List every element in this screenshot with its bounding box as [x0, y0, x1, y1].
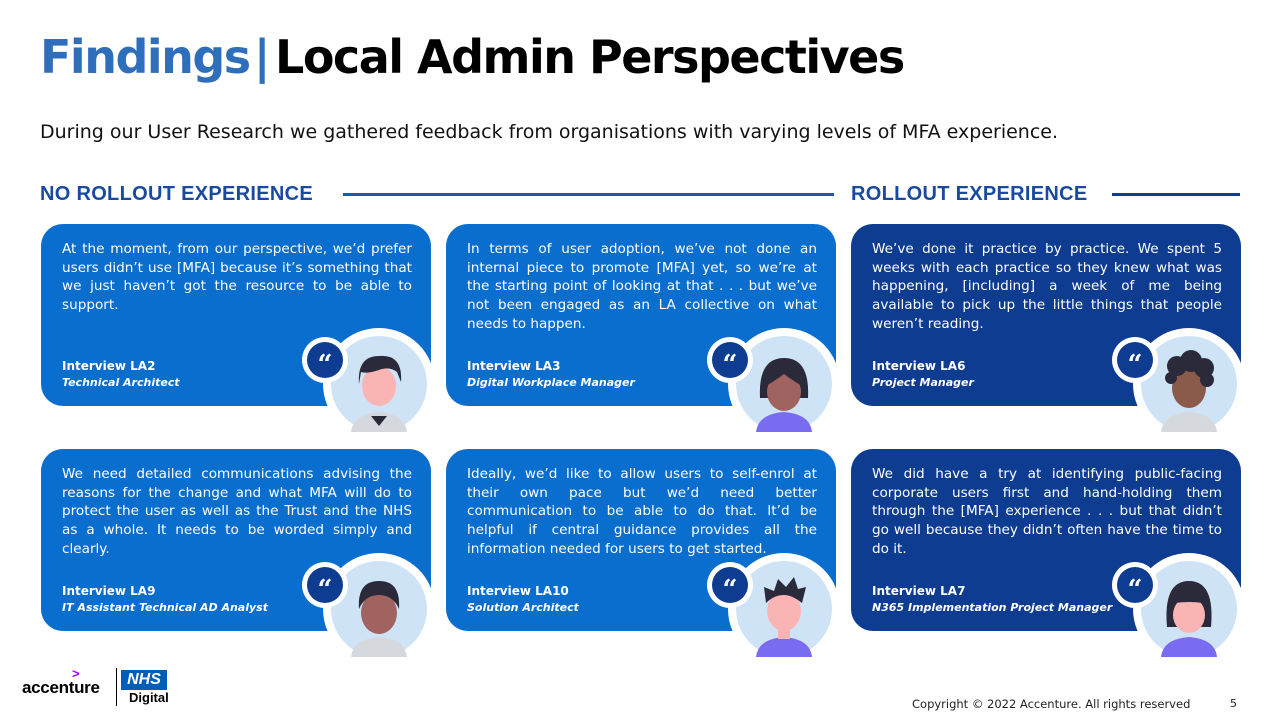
nhs-digital-label: Digital [129, 690, 169, 705]
avatar-bob-hair-woman-icon [728, 328, 840, 440]
interview-quote: In terms of user adoption, we’ve not don… [467, 241, 817, 332]
avatar-curly-hair-person-icon [1133, 328, 1245, 440]
interview-card-la7: We did have a try at identifying public-… [851, 449, 1241, 631]
page-title: Findings|Local Admin Perspectives [40, 30, 905, 84]
interview-quote: At the moment, from our perspective, we’… [62, 241, 412, 314]
interviewee-name: Interview LA2 [62, 359, 156, 373]
section-divider-rollout [1112, 193, 1240, 196]
interview-quote: We need detailed communications advising… [62, 466, 412, 557]
interviewee-role: Solution Architect [467, 601, 579, 614]
quote-mark-icon: “ [1112, 337, 1158, 383]
quote-mark-icon: “ [302, 337, 348, 383]
nhs-logo: NHS [121, 670, 167, 690]
interviewee-role: Project Manager [872, 376, 974, 389]
interview-quote: We did have a try at identifying public-… [872, 466, 1222, 557]
logo-divider [116, 668, 117, 706]
copyright-notice: Copyright © 2022 Accenture. All rights r… [912, 697, 1191, 711]
interview-card-la2: At the moment, from our perspective, we’… [41, 224, 431, 406]
section-heading-no-rollout: NO ROLLOUT EXPERIENCE [40, 183, 313, 205]
title-topic: Local Admin Perspectives [275, 30, 905, 84]
title-separator: | [253, 30, 271, 84]
interview-quote: We’ve done it practice by practice. We s… [872, 241, 1222, 332]
quote-mark-icon: “ [1112, 562, 1158, 608]
accenture-wordmark: accenture [22, 678, 100, 697]
interviewee-name: Interview LA6 [872, 359, 966, 373]
quote-mark-icon: “ [302, 562, 348, 608]
section-heading-rollout: ROLLOUT EXPERIENCE [851, 183, 1088, 205]
interviewee-name: Interview LA10 [467, 584, 569, 598]
interviewee-role: IT Assistant Technical AD Analyst [62, 601, 268, 614]
interviewee-role: N365 Implementation Project Manager [872, 601, 1113, 614]
accenture-logo: > accenture [22, 666, 100, 698]
accenture-mark-icon: > [72, 666, 80, 681]
interviewee-role: Digital Workplace Manager [467, 376, 635, 389]
avatar-fringe-hair-woman-icon [1133, 553, 1245, 665]
page-subtitle: During our User Research we gathered fee… [40, 121, 1059, 143]
interview-quote: Ideally, we’d like to allow users to sel… [467, 466, 817, 557]
quote-mark-icon: “ [707, 562, 753, 608]
section-divider-no-rollout [343, 193, 834, 196]
interview-card-la3: In terms of user adoption, we’ve not don… [446, 224, 836, 406]
interviewee-name: Interview LA9 [62, 584, 156, 598]
interviewee-name: Interview LA3 [467, 359, 561, 373]
interviewee-name: Interview LA7 [872, 584, 966, 598]
interviewee-role: Technical Architect [62, 376, 180, 389]
page-number: 5 [1230, 697, 1237, 710]
interview-card-la10: Ideally, we’d like to allow users to sel… [446, 449, 836, 631]
title-findings: Findings [40, 30, 251, 84]
quote-mark-icon: “ [707, 337, 753, 383]
